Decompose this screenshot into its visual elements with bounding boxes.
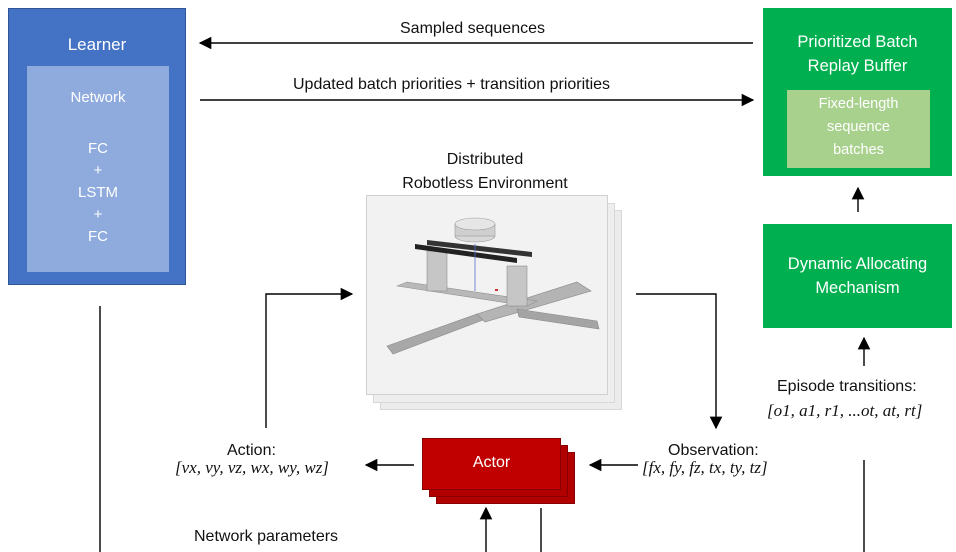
sampled-sequences-label: Sampled sequences [400,20,545,37]
replay-buffer-title: Prioritized Batch Replay Buffer [763,30,952,78]
network-layer-fc-1: FC [88,140,108,157]
fixed-length-line3: batches [833,142,884,158]
environment-title-line2: Robotless Environment [402,175,568,192]
replay-buffer-title-line2: Replay Buffer [807,57,908,75]
dam-line1: Dynamic Allocating [787,255,928,273]
network-title: Network [70,89,126,106]
action-vector: [vx, vy, vz, wx, wy, wz] [175,458,329,477]
fixed-length-line2: sequence [827,119,890,135]
fixed-length-line1: Fixed-length [818,96,899,112]
environment-image [366,195,608,395]
network-parameters-label: Network parameters [194,528,339,545]
updated-priorities-label: Updated batch priorities + transition pr… [293,76,611,93]
environment-title-line1: Distributed [446,151,524,168]
action-title: Action: [227,442,276,459]
network-plus-2: + [93,206,103,223]
fixed-length-batches-box: Fixed-length sequence batches [787,90,930,168]
network-box: Network FC + LSTM + FC [27,66,169,272]
replay-buffer-title-line1: Prioritized Batch [797,33,918,51]
learner-title: Learner [67,35,127,54]
arrow-action-to-env [265,287,354,428]
network-plus-1: + [93,162,103,179]
replay-buffer-box: Prioritized Batch Replay Buffer Fixed-le… [763,8,952,176]
episode-transitions-vector: [o1, a1, r1, ...ot, at, rt] [767,401,923,420]
arrow-env-to-observation [636,293,723,430]
network-layer-lstm: LSTM [77,184,118,201]
observation-title: Observation: [668,442,759,459]
network-layer-fc-2: FC [88,228,108,245]
environment-title: Distributed Robotless Environment [370,148,600,196]
observation-vector: [fx, fy, fz, tx, ty, tz] [642,458,768,477]
dam-line2: Mechanism [815,279,900,297]
learner-box: Learner Network FC + LSTM + FC [8,8,186,285]
dynamic-allocating-box: Dynamic Allocating Mechanism [763,224,952,328]
actor-box: Actor [422,438,561,490]
robot-scene-illustration [386,217,600,355]
actor-label: Actor [472,454,511,471]
episode-transitions-title: Episode transitions: [777,378,917,395]
